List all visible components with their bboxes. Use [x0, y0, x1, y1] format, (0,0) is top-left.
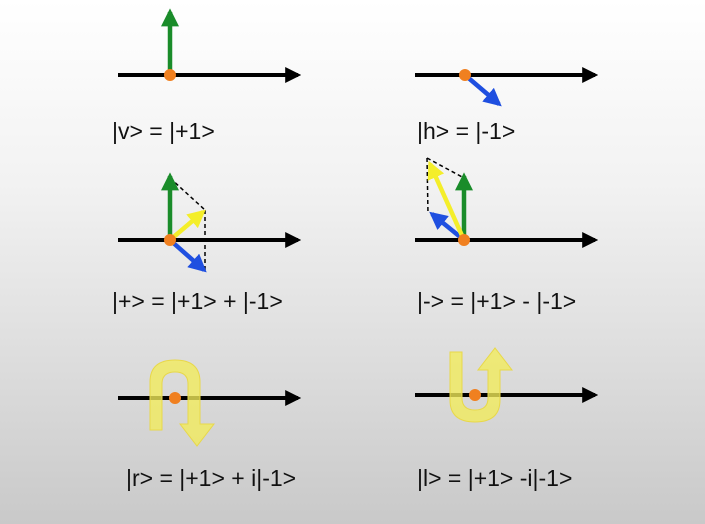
blue-arrow — [170, 240, 204, 270]
label-minus: |-> = |+1> - |-1> — [417, 290, 576, 313]
panel-minus — [415, 158, 595, 246]
panel-l — [415, 348, 595, 422]
dashed-line — [427, 158, 428, 214]
label-r: |r> = |+1> + i|-1> — [126, 467, 296, 490]
origin-dot — [469, 389, 481, 401]
origin-dot — [164, 234, 176, 246]
yellow-arrow — [170, 212, 203, 240]
origin-dot — [459, 69, 471, 81]
label-h: |h> = |-1> — [417, 120, 515, 143]
panel-v — [118, 12, 298, 81]
blue-arrow — [465, 75, 499, 104]
circular-band-icon — [450, 348, 512, 422]
label-v: |v> = |+1> — [112, 120, 215, 143]
circular-band-icon — [150, 360, 214, 446]
dashed-line — [170, 178, 205, 210]
panel-plus — [118, 176, 298, 270]
origin-dot — [164, 69, 176, 81]
origin-dot — [458, 234, 470, 246]
panel-r — [118, 360, 298, 446]
panel-h — [415, 69, 595, 104]
label-plus: |+> = |+1> + |-1> — [112, 290, 283, 313]
label-l: |l> = |+1> -i|-1> — [417, 467, 572, 490]
origin-dot — [169, 392, 181, 404]
